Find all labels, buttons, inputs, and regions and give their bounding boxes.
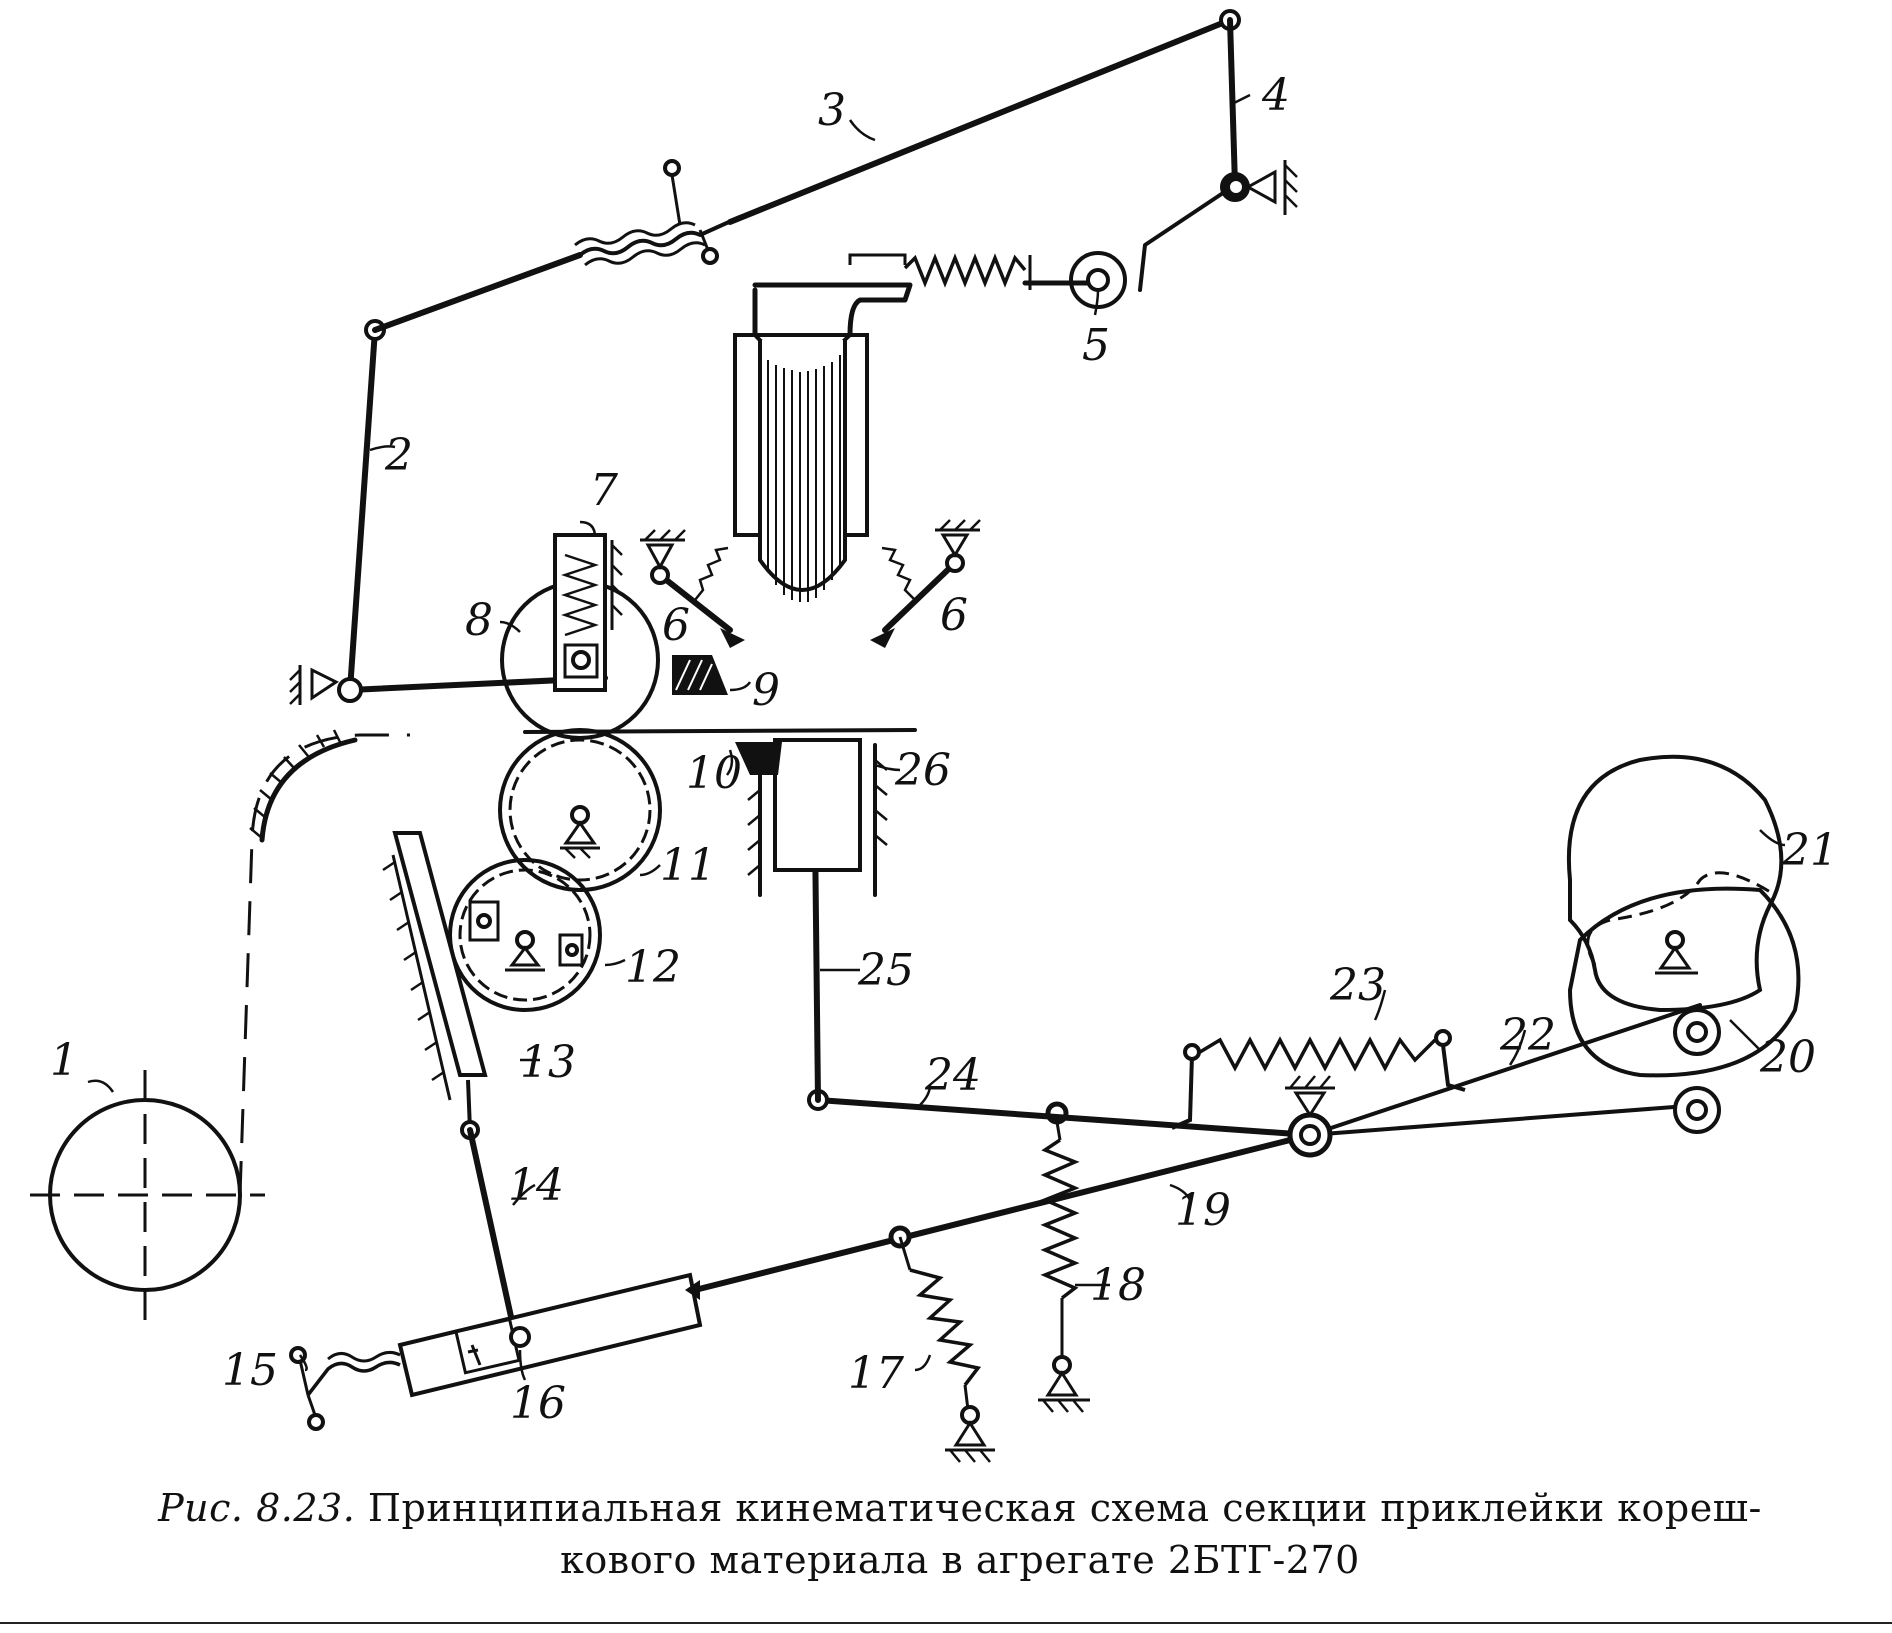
cam-21: [1566, 754, 1784, 1134]
book-block-clamp: [733, 282, 913, 602]
pressure-roller-8: [500, 533, 660, 740]
caption-line-1: Рис. 8.23. Принципиальная кинематическая…: [60, 1482, 1860, 1534]
figure-caption: Рис. 8.23. Принципиальная кинематическая…: [60, 1482, 1860, 1586]
roller-5: [848, 251, 1127, 309]
guide-plate-13: [382, 831, 488, 1101]
slider-16: [397, 1272, 703, 1398]
label-16: 16: [510, 1378, 566, 1429]
side-clamp-6-left: [640, 529, 745, 648]
glue-roller-12: [448, 858, 602, 1012]
leader-lines: [87, 93, 1786, 1381]
label-21: 21: [1781, 825, 1838, 876]
lever-4: [1138, 17, 1298, 292]
cable-15: [289, 1346, 401, 1431]
link-3: [372, 9, 1241, 333]
label-13: 13: [520, 1037, 576, 1088]
label-1: 1: [50, 1035, 78, 1086]
caption-line-2: кового материала в агрегате 2БТГ-270: [560, 1538, 1360, 1582]
cam-20: [1567, 886, 1801, 1078]
label-19: 19: [1175, 1185, 1231, 1236]
label-7: 7: [590, 465, 618, 516]
label-6a: 6: [662, 600, 690, 651]
label-2: 2: [384, 430, 413, 481]
figure-number: Рис. 8.23.: [158, 1486, 356, 1530]
label-12: 12: [625, 942, 681, 993]
label-23: 23: [1329, 960, 1386, 1011]
link-14: [460, 1079, 518, 1338]
central-pivot: [1285, 1075, 1335, 1158]
label-20: 20: [1759, 1032, 1816, 1083]
label-25: 25: [857, 945, 914, 996]
label-22: 22: [1499, 1010, 1556, 1061]
label-6b: 6: [940, 590, 968, 641]
spring-17: [898, 1236, 995, 1463]
lever-19: [685, 1003, 1702, 1300]
pusher-26: [747, 738, 888, 897]
knife-10: [735, 742, 782, 775]
label-4: 4: [1261, 70, 1290, 121]
label-5: 5: [1082, 320, 1110, 371]
side-clamp-6-right: [870, 519, 981, 648]
label-9: 9: [752, 665, 780, 716]
label-18: 18: [1090, 1260, 1146, 1311]
material-roll-1: [30, 1070, 265, 1320]
page-bottom-rule: [0, 1622, 1892, 1624]
label-24: 24: [924, 1050, 981, 1101]
label-3: 3: [818, 85, 846, 136]
label-8: 8: [465, 595, 493, 646]
label-10: 10: [686, 748, 742, 799]
spring-23: [1171, 1029, 1466, 1130]
label-11: 11: [660, 840, 716, 891]
label-15: 15: [222, 1345, 278, 1396]
part-numbers: 1 2 3 4 5 6 6 7 8 9 10 11 12 13 14 15 16…: [50, 70, 1838, 1429]
spring-18: [1038, 1101, 1090, 1413]
kinematic-diagram: 1 2 3 4 5 6 6 7 8 9 10 11 12 13 14 15 16…: [30, 9, 1838, 1463]
caption-text-1: Принципиальная кинематическая схема секц…: [367, 1486, 1762, 1530]
label-26: 26: [894, 745, 951, 796]
label-14: 14: [508, 1160, 564, 1211]
guide-block-9: [672, 655, 728, 695]
label-17: 17: [848, 1348, 904, 1399]
glue-roller-11: [498, 728, 662, 892]
